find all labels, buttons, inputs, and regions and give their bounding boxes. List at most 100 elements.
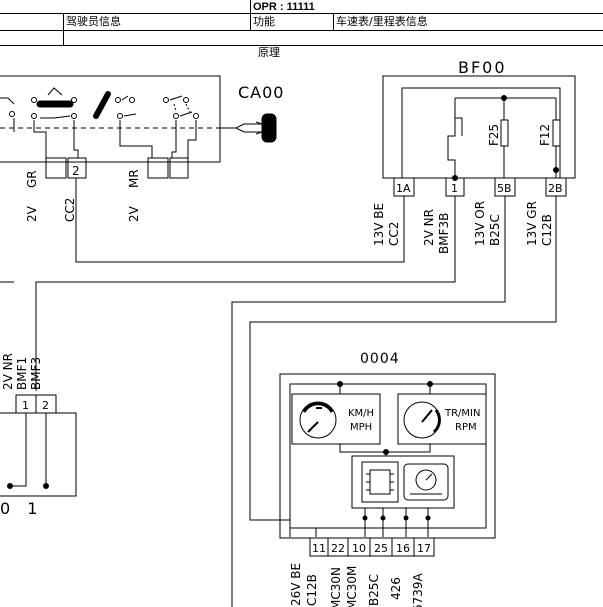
junction-dot bbox=[553, 167, 559, 173]
instrument-panel-inner bbox=[289, 383, 487, 529]
switch-contact bbox=[40, 115, 71, 119]
panel-pin-label: 17 bbox=[417, 542, 431, 555]
fuse-pin-label: 5B bbox=[497, 182, 512, 195]
switch-terminal bbox=[129, 97, 135, 103]
tachometer-label: TR/MIN bbox=[444, 408, 480, 419]
header-line bbox=[0, 45, 603, 46]
fuse-box-inner bbox=[401, 87, 561, 179]
fuse-box: BF00 F25 F12 1A 1 5B 2B bbox=[382, 58, 576, 197]
principle-label: 原理 bbox=[258, 46, 280, 59]
header-divider bbox=[333, 13, 334, 30]
key-icon bbox=[261, 113, 277, 143]
speedometer-needle bbox=[307, 407, 322, 433]
function-label: 功能 bbox=[253, 15, 275, 28]
wire-b25c bbox=[231, 196, 506, 607]
fuse-pin-label: 1A bbox=[396, 182, 411, 195]
fuse-label-f25: F25 bbox=[487, 124, 501, 146]
panel-wire bbox=[364, 508, 429, 537]
wire-c12b bbox=[249, 196, 557, 537]
fuse-wire-label: 13V OR bbox=[473, 201, 487, 246]
junction-dot bbox=[380, 515, 386, 521]
left-module-wire bbox=[10, 413, 47, 487]
switch-terminal bbox=[71, 113, 77, 119]
fuse-wire-label: C12B bbox=[540, 214, 554, 246]
tachometer-module bbox=[397, 393, 487, 445]
wire-label-cc2: CC2 bbox=[63, 198, 77, 222]
tachometer-needle bbox=[421, 409, 433, 423]
odometer-chip-icon bbox=[369, 469, 391, 495]
ignition-switch-code: CA00 bbox=[238, 83, 284, 102]
tachometer-label: RPM bbox=[455, 422, 477, 433]
odometer-chip-frame bbox=[361, 461, 399, 503]
fuse-label-f12: F12 bbox=[538, 124, 552, 146]
panel-wire-label: 26V BE bbox=[289, 563, 303, 606]
wire-label-2v: 2V bbox=[127, 205, 141, 222]
key-shaft bbox=[220, 123, 263, 133]
switch-terminal-block bbox=[45, 157, 67, 179]
switch-terminal bbox=[71, 97, 77, 103]
switch-terminal bbox=[9, 111, 15, 117]
fuse-wire-label: B25C bbox=[488, 214, 502, 246]
panel-wire bbox=[339, 384, 431, 394]
junction-dot bbox=[427, 381, 433, 387]
chip-pins bbox=[366, 473, 394, 491]
switch-terminal bbox=[193, 113, 199, 119]
wire-label-2v: 2V bbox=[25, 205, 39, 222]
instrument-panel-code: 0004 bbox=[360, 351, 400, 367]
left-module-code: 0 1 bbox=[0, 499, 43, 518]
switch-terminal-block bbox=[67, 157, 87, 179]
left-pin-label: 2 bbox=[42, 399, 49, 412]
switch-terminal-block bbox=[169, 157, 189, 179]
ignition-switch: 2 CA00 bbox=[0, 75, 284, 179]
speedometer-dial-icon bbox=[299, 401, 337, 439]
odometer-display-icon bbox=[403, 463, 449, 501]
junction-dot bbox=[383, 449, 389, 455]
switch-wire bbox=[119, 120, 153, 158]
wire-label-gr: GR bbox=[25, 170, 39, 188]
switch-terminal bbox=[115, 97, 121, 103]
junction-dot bbox=[425, 515, 431, 521]
ignition-pin-label: 2 bbox=[72, 164, 80, 178]
driver-info-label: 驾驶员信息 bbox=[66, 15, 121, 28]
junction-dot bbox=[403, 515, 409, 521]
wiring-diagram: 2 CA00 GR MR 2V CC2 2V BF00 F25 F12 1A 1 bbox=[0, 58, 576, 607]
wire-bmf3b bbox=[35, 196, 456, 391]
speedometer-module bbox=[291, 393, 381, 445]
junction-dot bbox=[43, 483, 49, 489]
switch-contact bbox=[47, 87, 63, 96]
junction-dot bbox=[7, 483, 13, 489]
left-pin-label: 1 bbox=[22, 399, 29, 412]
left-wire-label: BMF3 bbox=[29, 357, 43, 390]
panel-wire-label: MC30M bbox=[345, 566, 359, 607]
left-module: 2V NR BMF1 BMF3 1 2 0 1 bbox=[0, 353, 77, 518]
switch-terminal bbox=[163, 97, 169, 103]
wire-label-mr: MR bbox=[127, 169, 141, 188]
switch-terminal bbox=[117, 113, 123, 119]
header-bar: OPR : 11111 驾驶员信息 功能 车速表/里程表信息 原理 bbox=[0, 0, 603, 59]
wire-cc2 bbox=[75, 178, 405, 263]
instrument-panel: 0004 KM/H MPH TR/MIN RPM bbox=[279, 351, 496, 557]
fuse-f12 bbox=[552, 119, 561, 147]
fuse-box-code: BF00 bbox=[458, 58, 507, 77]
fuse-pin-label: 2B bbox=[548, 182, 563, 195]
switch-terminal bbox=[173, 113, 179, 119]
panel-pin-label: 25 bbox=[374, 542, 388, 555]
fuse-wire-label: 13V BE bbox=[372, 203, 386, 246]
function-value: 车速表/里程表信息 bbox=[336, 15, 428, 28]
speedometer-scale bbox=[302, 402, 334, 413]
odometer-dial bbox=[415, 469, 437, 491]
fuse-wire-label: BMF3B bbox=[437, 213, 451, 254]
header-divider bbox=[63, 13, 64, 45]
fuse-box-wire bbox=[455, 97, 505, 120]
left-wire-label: BMF1 bbox=[15, 357, 29, 390]
switch-bar bbox=[93, 91, 111, 119]
panel-wire-label: MC30N bbox=[329, 567, 343, 607]
switch-wire bbox=[73, 120, 79, 158]
panel-pin-label: 22 bbox=[331, 542, 345, 555]
switch-contact bbox=[0, 97, 15, 124]
fuse-f25 bbox=[500, 119, 509, 147]
header-divider bbox=[250, 0, 251, 30]
switch-terminal-block bbox=[147, 157, 169, 179]
header-line bbox=[0, 13, 603, 14]
junction-dot bbox=[337, 381, 343, 387]
